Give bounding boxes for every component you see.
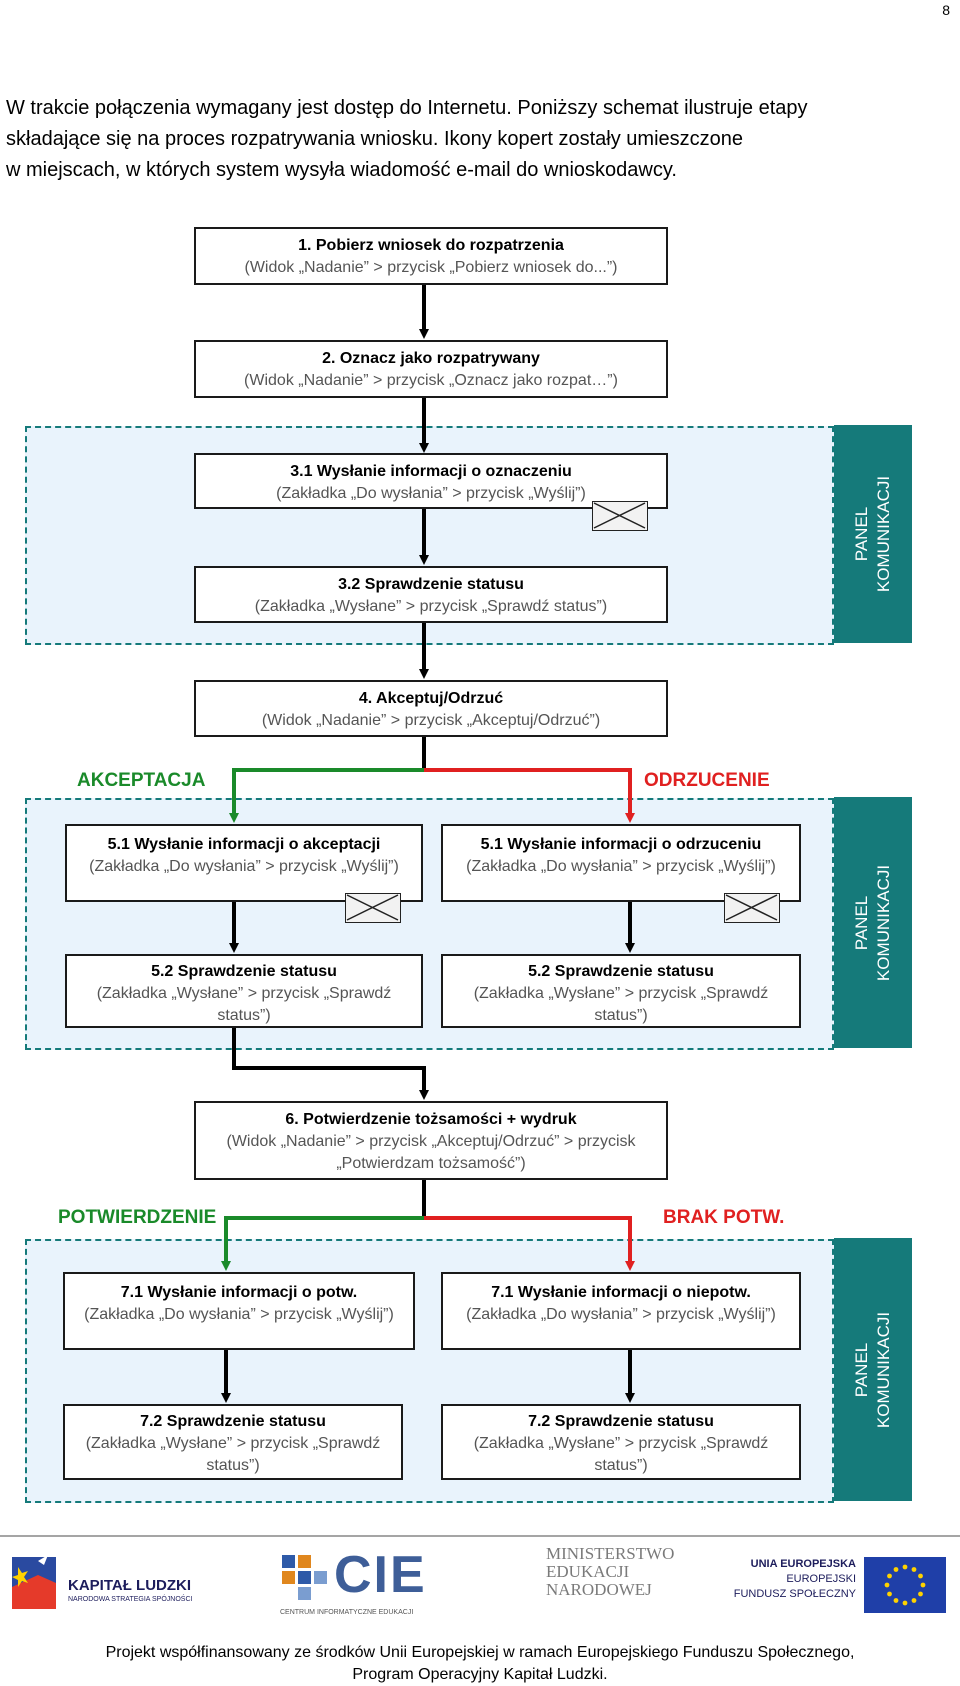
cie-wordmark: CIE [334, 1546, 427, 1604]
ue-logo: UNIA EUROPEJSKA EUROPEJSKI FUNDUSZ SPOŁE… [734, 1557, 948, 1617]
ue-line: EUROPEJSKI [786, 1573, 856, 1585]
step-7-1-confirm-box: 7.1 Wysłanie informacji o potw. (Zakładk… [63, 1272, 415, 1350]
kl-emblem-icon [12, 1555, 56, 1609]
branch-accept-label: AKCEPTACJA [77, 770, 206, 791]
step-2-box: 2. Oznacz jako rozpatrywany (Widok „Nada… [194, 340, 668, 398]
step-6-box: 6. Potwierdzenie tożsamości + wydruk (Wi… [194, 1101, 668, 1180]
branch-accept-line [229, 768, 424, 823]
step-title: 5.2 Sprawdzenie statusu [151, 963, 337, 980]
step-title: 1. Pobierz wniosek do rozpatrzenia [298, 237, 564, 254]
step-5-1-reject-box: 5.1 Wysłanie informacji o odrzuceniu (Za… [441, 824, 801, 902]
step-subtitle: (Zakładka „Wysłane” > przycisk „Sprawdź [85, 1435, 381, 1452]
step-subtitle-2: status”) [206, 1457, 260, 1474]
step-5-2-reject-box: 5.2 Sprawdzenie statusu (Zakładka „Wysła… [441, 954, 801, 1028]
step-4-box: 4. Akceptuj/Odrzuć (Widok „Nadanie” > pr… [194, 680, 668, 737]
cie-logo: CIE CENTRUM INFORMATYCZNE EDUKACJI [280, 1545, 480, 1620]
footer: Projekt współfinansowany ze środków Unii… [0, 1642, 960, 1686]
envelope-icon [592, 501, 648, 531]
branch-reject-label: ODRZUCENIE [644, 770, 770, 791]
step-subtitle: (Widok „Nadanie” > przycisk „Akceptuj/Od… [226, 1133, 636, 1150]
logos-strip: KAPITAŁ LUDZKI NARODOWA STRATEGIA SPÓJNO… [0, 1535, 960, 1627]
step-subtitle: (Zakładka „Do wysłania” > przycisk „Wyśl… [466, 858, 776, 875]
step-subtitle: (Zakładka „Wysłane” > przycisk „Sprawdź [473, 985, 769, 1002]
step-title: 7.2 Sprawdzenie statusu [528, 1413, 714, 1430]
cie-subtitle: CENTRUM INFORMATYCZNE EDUKACJI [280, 1609, 414, 1616]
step-title: 5.1 Wysłanie informacji o odrzuceniu [480, 836, 762, 853]
step-title: 6. Potwierdzenie tożsamości + wydruk [285, 1111, 577, 1128]
step-title: 2. Oznacz jako rozpatrywany [322, 350, 540, 367]
step-title: 7.2 Sprawdzenie statusu [140, 1413, 326, 1430]
step-subtitle: (Zakładka „Wysłane” > przycisk „Sprawdź … [254, 598, 608, 615]
intro-line: w miejscach, w których system wysyła wia… [6, 159, 677, 181]
men-logo: MINISTERSTWO EDUKACJI NARODOWEJ [546, 1545, 696, 1620]
men-line: MINISTERSTWO [546, 1544, 675, 1563]
step-title: 4. Akceptuj/Odrzuć [358, 690, 504, 707]
branch-noconfirm-line [424, 1216, 635, 1271]
step-5-1-accept-box: 5.1 Wysłanie informacji o akceptacji (Za… [65, 824, 423, 902]
step-subtitle-2: status”) [217, 1007, 271, 1024]
intro-line: składające się na proces rozpatrywania w… [6, 128, 744, 150]
step-3-2-box: 3.2 Sprawdzenie statusu (Zakładka „Wysła… [194, 566, 668, 623]
step-1-box: 1. Pobierz wniosek do rozpatrzenia (Wido… [194, 227, 668, 285]
step-7-2-confirm-box: 7.2 Sprawdzenie statusu (Zakładka „Wysła… [63, 1404, 403, 1480]
branch-confirm-line [221, 1216, 424, 1271]
step-7-2-noconfirm-box: 7.2 Sprawdzenie statusu (Zakładka „Wysła… [441, 1404, 801, 1480]
step-subtitle: (Widok „Nadanie” > przycisk „Pobierz wni… [244, 259, 618, 276]
step-subtitle: (Zakładka „Do wysłania” > przycisk „Wyśl… [84, 1306, 394, 1323]
footer-line: Projekt współfinansowany ze środków Unii… [105, 1644, 855, 1661]
step-subtitle: (Zakładka „Do wysłania” > przycisk „Wyśl… [89, 858, 399, 875]
step-subtitle: (Widok „Nadanie” > przycisk „Akceptuj/Od… [261, 712, 601, 729]
step-7-1-noconfirm-box: 7.1 Wysłanie informacji o niepotw. (Zakł… [441, 1272, 801, 1350]
arrow-merge-6 [232, 1028, 429, 1100]
step-subtitle: (Widok „Nadanie” > przycisk „Oznacz jako… [244, 372, 618, 389]
step-subtitle: (Zakładka „Do wysłania” > przycisk „Wyśl… [466, 1306, 776, 1323]
men-line: EDUKACJI [546, 1562, 630, 1581]
envelope-icon [345, 893, 401, 923]
eu-flag-icon [864, 1557, 946, 1613]
cie-squares-icon [282, 1555, 327, 1600]
branch-reject-line [424, 768, 635, 823]
step-title: 5.1 Wysłanie informacji o akceptacji [107, 836, 381, 853]
step-subtitle-2: status”) [594, 1457, 648, 1474]
step-3-1-box: 3.1 Wysłanie informacji o oznaczeniu (Za… [194, 453, 668, 509]
envelope-icon [724, 893, 780, 923]
step-subtitle-2: status”) [594, 1007, 648, 1024]
branch-confirm-label: POTWIERDZENIE [58, 1207, 217, 1228]
intro-line: W trakcie połączenia wymagany jest dostę… [6, 97, 808, 119]
kapital-ludzki-logo: KAPITAŁ LUDZKI NARODOWA STRATEGIA SPÓJNO… [8, 1547, 208, 1617]
step-title: 7.1 Wysłanie informacji o niepotw. [491, 1284, 751, 1301]
step-subtitle: (Zakładka „Wysłane” > przycisk „Sprawdź [96, 985, 392, 1002]
step-title: 3.1 Wysłanie informacji o oznaczeniu [290, 463, 572, 480]
intro-paragraph: W trakcie połączenia wymagany jest dostę… [6, 93, 956, 186]
men-line: NARODOWEJ [546, 1580, 652, 1599]
ue-line: FUNDUSZ SPOŁECZNY [733, 1588, 856, 1600]
step-5-2-accept-box: 5.2 Sprawdzenie statusu (Zakładka „Wysła… [65, 954, 423, 1028]
step-subtitle: (Zakładka „Do wysłania” > przycisk „Wyśl… [276, 485, 586, 502]
step-title: 3.2 Sprawdzenie statusu [338, 576, 524, 593]
ue-line: UNIA EUROPEJSKA [750, 1558, 856, 1570]
step-subtitle: (Zakładka „Wysłane” > przycisk „Sprawdź [473, 1435, 769, 1452]
footer-line: Program Operacyjny Kapitał Ludzki. [352, 1666, 608, 1683]
page-number: 8 [942, 2, 950, 18]
kl-subtitle: NARODOWA STRATEGIA SPÓJNOŚCI [68, 1596, 193, 1603]
step-title: 7.1 Wysłanie informacji o potw. [120, 1284, 358, 1301]
branch-noconfirm-label: BRAK POTW. [663, 1207, 785, 1228]
step-title: 5.2 Sprawdzenie statusu [528, 963, 714, 980]
step-subtitle-2: „Potwierdzam tożsamość”) [336, 1155, 526, 1172]
kl-title: KAPITAŁ LUDZKI [68, 1577, 192, 1594]
